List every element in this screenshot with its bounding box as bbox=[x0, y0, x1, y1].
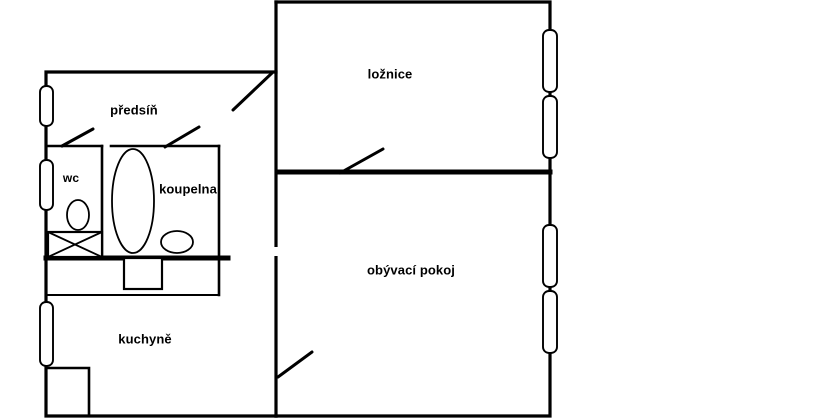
door-bathroom bbox=[163, 125, 201, 149]
wc-cabinet-fixture bbox=[46, 230, 104, 259]
window-kitchen-left bbox=[39, 301, 54, 367]
outer-wall-left-block bbox=[44, 0, 278, 418]
door-hall-entry bbox=[231, 71, 274, 112]
door-bedroom bbox=[338, 147, 385, 175]
bathtub-fixture bbox=[111, 148, 155, 254]
door-wc bbox=[60, 127, 95, 148]
room-label-loznice: ložnice bbox=[367, 66, 413, 82]
room-label-obyvaci-pokoj: obývací pokoj bbox=[367, 262, 455, 278]
window-wc-left bbox=[39, 159, 54, 211]
washbasin-fixture bbox=[160, 230, 194, 254]
window-hall-left bbox=[39, 85, 54, 127]
kitchen-niche-outline bbox=[44, 366, 91, 416]
window-living-bottom bbox=[542, 290, 558, 354]
kitchen-appliance-fixture bbox=[122, 256, 164, 291]
toilet-fixture bbox=[66, 199, 90, 231]
window-living-top bbox=[542, 224, 558, 288]
room-label-kuchyne: kuchyně bbox=[118, 331, 172, 347]
room-label-predsin: předsíň bbox=[110, 102, 158, 118]
room-label-wc: wc bbox=[62, 171, 80, 185]
room-label-koupelna: koupelna bbox=[159, 181, 217, 197]
window-bedroom-top bbox=[542, 29, 558, 93]
doorway-gap-living bbox=[273, 247, 280, 256]
door-living-room bbox=[276, 350, 314, 379]
outer-wall-right-block bbox=[274, 0, 552, 418]
window-bedroom-bottom bbox=[542, 95, 558, 159]
